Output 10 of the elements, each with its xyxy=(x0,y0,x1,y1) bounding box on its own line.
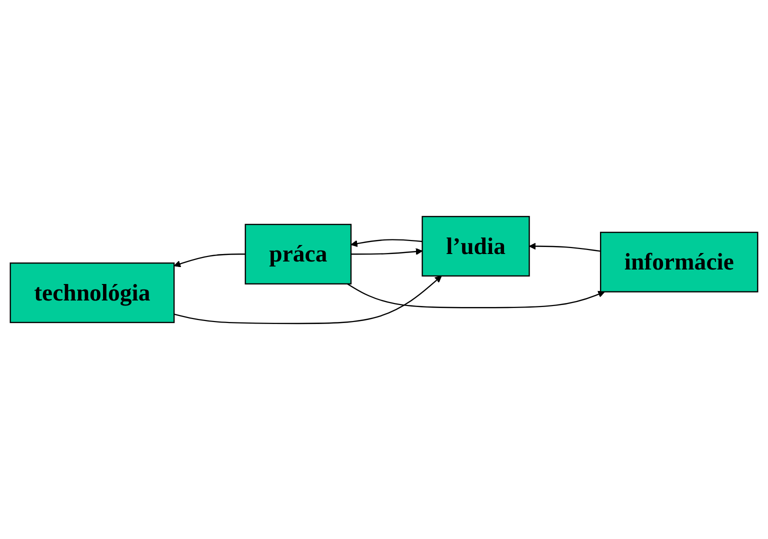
node-box: technológia xyxy=(10,262,175,323)
node-box: informácie xyxy=(600,231,758,292)
arrow xyxy=(351,248,423,255)
node-box: l’udia xyxy=(422,215,530,276)
node-box: práca xyxy=(244,223,352,284)
arrow xyxy=(347,282,605,308)
arrow xyxy=(528,242,601,252)
arrow xyxy=(174,253,246,267)
arrow xyxy=(350,238,422,247)
arrow xyxy=(174,275,442,324)
